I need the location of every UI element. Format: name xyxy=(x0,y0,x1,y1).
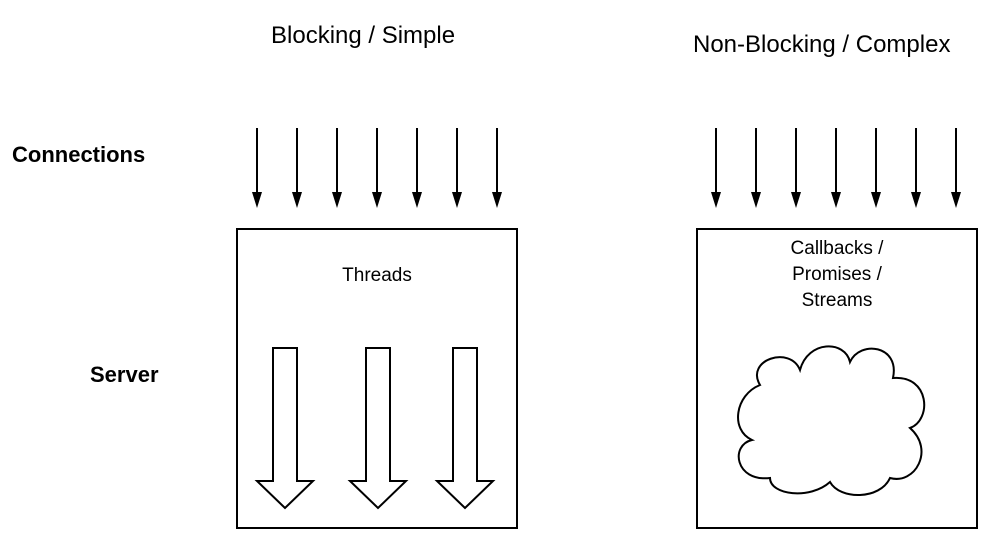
connections-label: Connections xyxy=(12,142,146,167)
left-connection-arrows xyxy=(252,128,502,208)
right-connection-arrows xyxy=(711,128,961,208)
right-connection-arrow-head-1 xyxy=(711,192,721,208)
server-label: Server xyxy=(90,362,159,387)
label-line-promises: Promises / xyxy=(792,264,882,285)
left-connection-arrow-head-6 xyxy=(452,192,462,208)
right-connection-arrow-head-4 xyxy=(831,192,841,208)
left-connection-arrow-head-1 xyxy=(252,192,262,208)
right-connection-arrow-head-3 xyxy=(791,192,801,208)
non-blocking-server-box xyxy=(696,228,978,529)
threads-label: Threads xyxy=(342,265,412,286)
blocking-title: Blocking / Simple xyxy=(271,22,456,49)
left-connection-arrow-head-4 xyxy=(372,192,382,208)
left-connection-arrow-head-5 xyxy=(412,192,422,208)
non-blocking-title: Non-Blocking / Complex xyxy=(693,31,951,58)
thread-arrows xyxy=(254,347,496,510)
blocking-server-box xyxy=(236,228,518,529)
thread-arrow-1 xyxy=(254,347,316,510)
label-line-streams: Streams xyxy=(801,290,873,311)
right-connection-arrow-head-7 xyxy=(951,192,961,208)
thread-arrow-2 xyxy=(347,347,409,510)
right-connection-arrow-head-5 xyxy=(871,192,881,208)
thread-arrow-3 xyxy=(434,347,496,510)
left-connection-arrow-head-7 xyxy=(492,192,502,208)
callbacks-promises-streams-label: Callbacks / Promises / Streams xyxy=(697,236,977,314)
right-connection-arrow-head-6 xyxy=(911,192,921,208)
right-connection-arrow-head-2 xyxy=(751,192,761,208)
left-connection-arrow-head-2 xyxy=(292,192,302,208)
left-connection-arrow-head-3 xyxy=(332,192,342,208)
label-line-callbacks: Callbacks / xyxy=(790,238,884,259)
cloud-icon xyxy=(737,345,926,496)
